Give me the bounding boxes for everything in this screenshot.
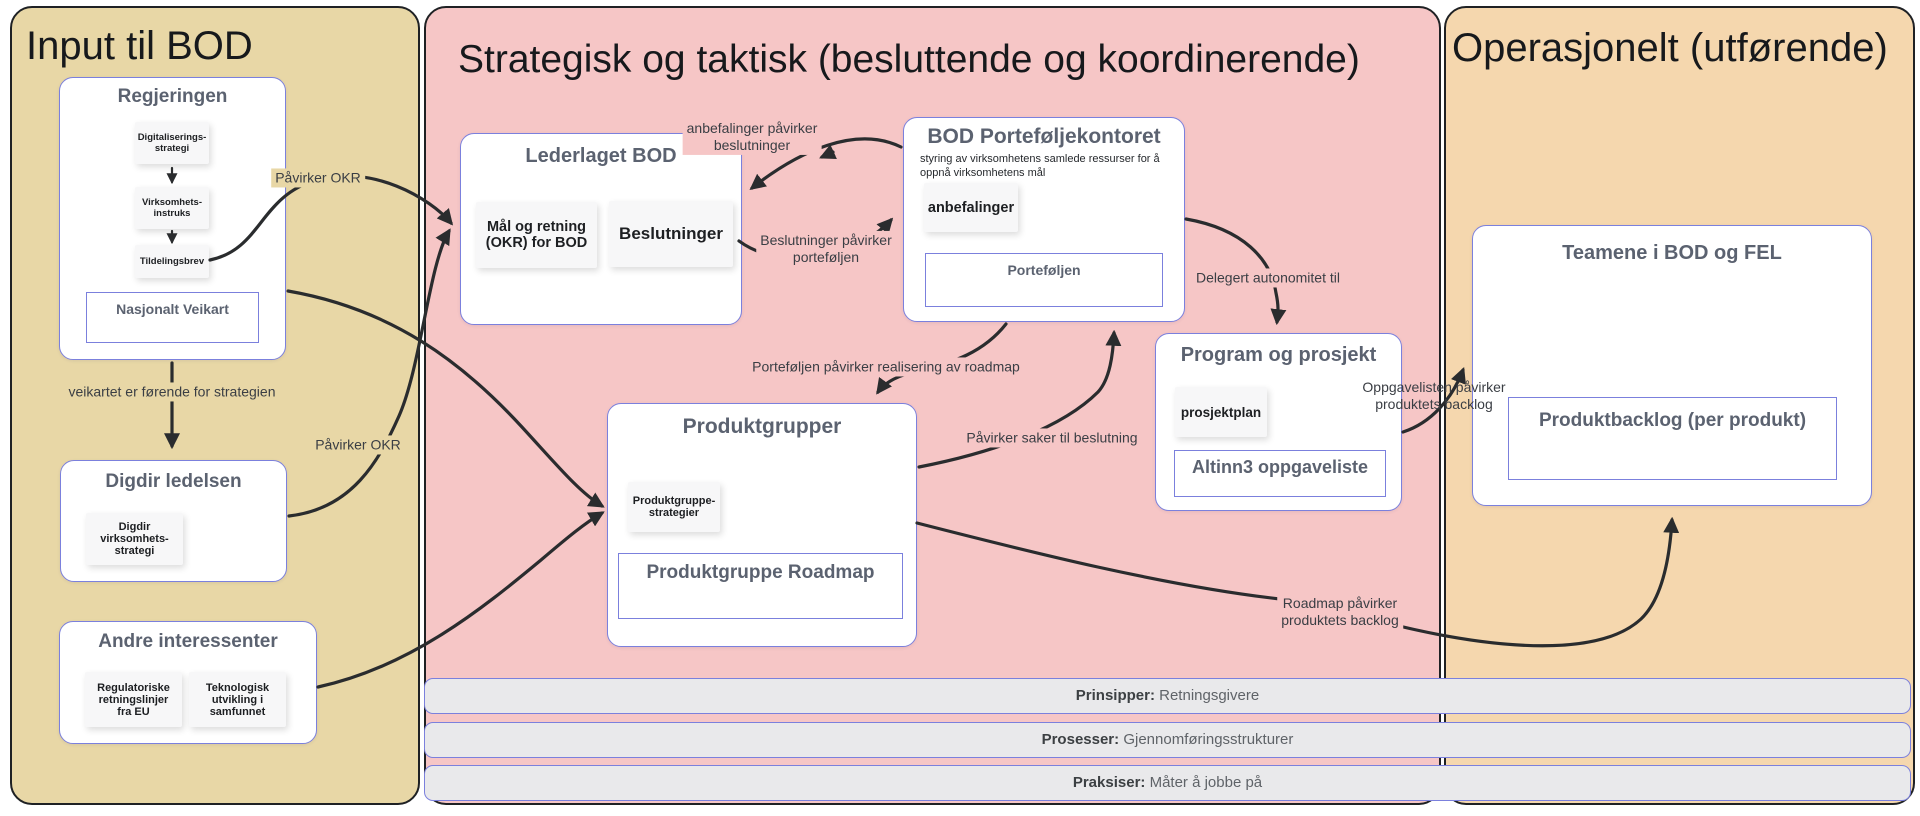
chip-prosjektplan: prosjektplan — [1175, 387, 1267, 437]
edge-label-oppgavelisten: Oppgavelisten påvirker produktets backlo… — [1362, 378, 1506, 412]
bar-prinsipper: Prinsipper: Retningsgivere — [424, 678, 1911, 714]
chip-anbefalinger: anbefalinger — [924, 183, 1018, 232]
artifact-nasjonalt-veikart: Nasjonalt Veikart — [86, 292, 259, 343]
chip-produktgruppestrategier: Produktgruppe- strategier — [628, 482, 720, 532]
node-produktgrupper-title: Produktgrupper — [682, 415, 842, 438]
chip-regulatoriske-retningslinjer: Regulatoriske retningslinjer fra EU — [85, 672, 182, 727]
chip-tildelingsbrev: Tildelingsbrev — [135, 245, 209, 278]
edge-label-roadmap-paavirker: Roadmap påvirker produktets backlog — [1277, 593, 1403, 631]
artifact-portefoljen: Porteføljen — [925, 253, 1163, 307]
edge-label-delegert: Delegert autonomitet til — [1192, 268, 1344, 288]
edge-label-paavirker-okr-2: Påvirker OKR — [311, 435, 405, 455]
bar-praksiser-label: Praksiser: — [1072, 774, 1146, 791]
node-andre-title: Andre interessenter — [98, 631, 278, 652]
edge-label-portefoljen-paavirker: Porteføljen påvirker realisering av road… — [748, 357, 1024, 377]
bar-prosesser: Prosesser: Gjennomføringsstrukturer — [424, 722, 1911, 758]
node-portefolje-title: BOD Porteføljekontoret — [927, 125, 1161, 148]
node-program-title: Program og prosjekt — [1180, 344, 1377, 366]
bar-prinsipper-value: Retningsgivere — [1154, 687, 1260, 704]
edge-label-beslutninger-paavirker: Beslutninger påvirker porteføljen — [756, 230, 896, 268]
edge-label-paavirker-saker: Påvirker saker til beslutning — [962, 428, 1142, 448]
chip-digitaliseringsstrategi: Digitaliserings- strategi — [135, 122, 209, 164]
edge-label-anbefalinger-paavirker: anbefalinger påvirker beslutninger — [682, 118, 822, 156]
node-portefolje-subtitle: styring av virksomhetens samlede ressurs… — [920, 153, 1160, 180]
bar-prosesser-label: Prosesser: — [1041, 731, 1120, 748]
artifact-produktbacklog: Produktbacklog (per produkt) — [1508, 397, 1837, 480]
chip-digdir-virksomhetsstrategi: Digdir virksomhets- strategi — [86, 513, 183, 565]
strategic-column-title: Strategisk og taktisk (besluttende og ko… — [458, 38, 1360, 81]
chip-teknologisk-utvikling: Teknologisk utvikling i samfunnet — [189, 672, 286, 727]
chip-beslutninger: Beslutninger — [609, 201, 733, 267]
node-digdir-title: Digdir ledelsen — [105, 471, 242, 492]
artifact-altinn3-oppgaveliste: Altinn3 oppgaveliste — [1174, 450, 1386, 497]
bar-praksiser-value: Måter å jobbe på — [1145, 774, 1263, 791]
bar-praksiser: Praksiser: Måter å jobbe på — [424, 765, 1911, 801]
edge-label-veikartet: veikartet er førende for strategien — [64, 382, 280, 402]
bar-prosesser-value: Gjennomføringsstrukturer — [1119, 731, 1294, 748]
bar-prinsipper-label: Prinsipper: — [1075, 687, 1155, 704]
node-regjeringen-title: Regjeringen — [117, 86, 228, 107]
input-column-title: Input til BOD — [26, 24, 253, 68]
chip-maal-og-retning-okr: Mål og retning (OKR) for BOD — [476, 202, 597, 268]
node-lederlaget-title: Lederlaget BOD — [525, 145, 677, 167]
operational-column-title: Operasjonelt (utførende) — [1452, 26, 1888, 70]
chip-virksomhetsinstruks: Virksomhets- instruks — [135, 187, 209, 229]
artifact-produktgruppe-roadmap: Produktgruppe Roadmap — [618, 553, 903, 619]
node-teamene-title: Teamene i BOD og FEL — [1562, 242, 1782, 264]
edge-label-paavirker-okr-1: Påvirker OKR — [271, 168, 365, 188]
